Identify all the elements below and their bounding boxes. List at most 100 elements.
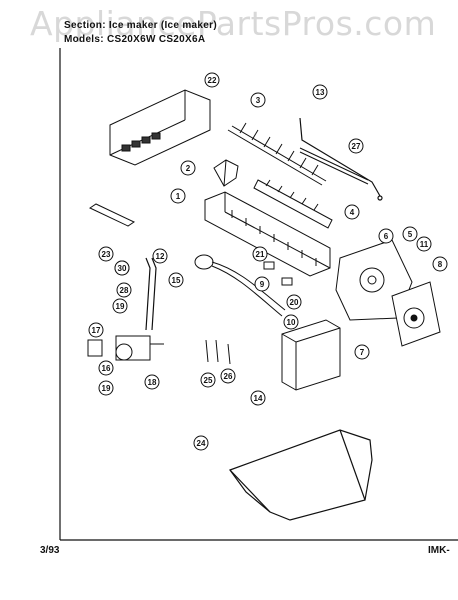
callout-7: 7	[354, 344, 370, 360]
callout-11: 11	[416, 236, 432, 252]
callout-circle	[283, 314, 299, 330]
part-bracket	[213, 159, 239, 187]
callout-10: 10	[283, 314, 299, 330]
callout-circle	[168, 272, 184, 288]
callout-number: 11	[420, 240, 429, 249]
callout-circle	[402, 226, 418, 242]
part-fill-tube	[145, 257, 157, 331]
callout-number: 17	[92, 326, 101, 335]
callout-number: 4	[350, 208, 355, 217]
callout-2: 2	[180, 160, 196, 176]
callout-number: 18	[148, 378, 157, 387]
part-ice-mold	[204, 191, 331, 277]
callout-25: 25	[200, 372, 216, 388]
callout-16: 16	[98, 360, 114, 376]
part-clip-9	[281, 277, 293, 286]
callout-circle	[170, 188, 186, 204]
callout-circle	[344, 204, 360, 220]
callout-circle	[378, 228, 394, 244]
part-screws	[205, 339, 231, 365]
callout-circle	[152, 248, 168, 264]
callout-number: 22	[208, 76, 217, 85]
callout-number: 24	[197, 439, 206, 448]
callout-number: 27	[352, 142, 361, 151]
callout-23: 23	[98, 246, 114, 262]
part-shutoff-arm	[299, 117, 383, 201]
callout-number: 19	[116, 302, 125, 311]
callout-28: 28	[116, 282, 132, 298]
callout-circle	[116, 282, 132, 298]
callout-circle	[204, 72, 220, 88]
callout-circle	[144, 374, 160, 390]
callout-3: 3	[250, 92, 266, 108]
callout-17: 17	[88, 322, 104, 338]
callout-circle	[250, 92, 266, 108]
callout-27: 27	[348, 138, 364, 154]
callout-circle	[114, 260, 130, 276]
callout-number: 6	[384, 232, 389, 241]
part-mounting-plate	[109, 89, 211, 166]
callout-number: 12	[156, 252, 165, 261]
callout-circle	[193, 435, 209, 451]
footer-code: IMK-	[428, 545, 450, 556]
callout-number: 3	[256, 96, 261, 105]
callout-19: 19	[112, 298, 128, 314]
callout-24: 24	[193, 435, 209, 451]
callout-5: 5	[402, 226, 418, 242]
part-control-module	[391, 281, 441, 347]
part-heater-harness	[194, 254, 286, 317]
header-models: Models: CS20X6W CS20X6A	[64, 34, 206, 45]
callout-number: 13	[316, 88, 325, 97]
callout-circle	[286, 294, 302, 310]
callout-circle	[180, 160, 196, 176]
callout-number: 30	[118, 264, 127, 273]
callout-circle	[112, 298, 128, 314]
part-ejector	[227, 122, 327, 186]
watermark: AppliancePartsPros.com	[30, 4, 437, 43]
header-section-title: Section: Ice maker (Ice maker)	[64, 20, 217, 31]
callout-21: 21	[252, 246, 268, 262]
callout-number: 10	[287, 318, 296, 327]
callout-circle	[250, 390, 266, 406]
callout-1: 1	[170, 188, 186, 204]
callout-26: 26	[220, 368, 236, 384]
callout-12: 12	[152, 248, 168, 264]
callout-circle	[252, 246, 268, 262]
callout-number: 19	[102, 384, 111, 393]
callout-circle	[98, 380, 114, 396]
callout-9: 9	[254, 276, 270, 292]
callout-20: 20	[286, 294, 302, 310]
callout-number: 7	[360, 348, 365, 357]
callout-13: 13	[312, 84, 328, 100]
callout-number: 14	[254, 394, 263, 403]
callout-circle	[220, 368, 236, 384]
callout-number: 25	[204, 376, 213, 385]
callout-number: 21	[256, 250, 265, 259]
footer-date: 3/93	[40, 545, 60, 556]
part-cover	[281, 319, 341, 391]
callout-circle	[98, 246, 114, 262]
callout-19: 19	[98, 380, 114, 396]
callout-number: 5	[408, 230, 413, 239]
callout-circle	[254, 276, 270, 292]
callout-18: 18	[144, 374, 160, 390]
callout-number: 1	[176, 192, 181, 201]
callout-circle	[416, 236, 432, 252]
callout-number: 23	[102, 250, 111, 259]
callout-number: 16	[102, 364, 111, 373]
callout-8: 8	[432, 256, 448, 272]
part-stripper	[253, 179, 333, 229]
part-water-valve	[87, 335, 164, 361]
callout-number: 2	[186, 164, 191, 173]
callout-number: 9	[260, 280, 265, 289]
part-rod	[299, 147, 369, 185]
part-insulator	[88, 203, 136, 227]
callout-4: 4	[344, 204, 360, 220]
part-ice-bin	[229, 429, 373, 521]
callout-14: 14	[250, 390, 266, 406]
callout-number: 20	[290, 298, 299, 307]
callout-circle	[98, 360, 114, 376]
